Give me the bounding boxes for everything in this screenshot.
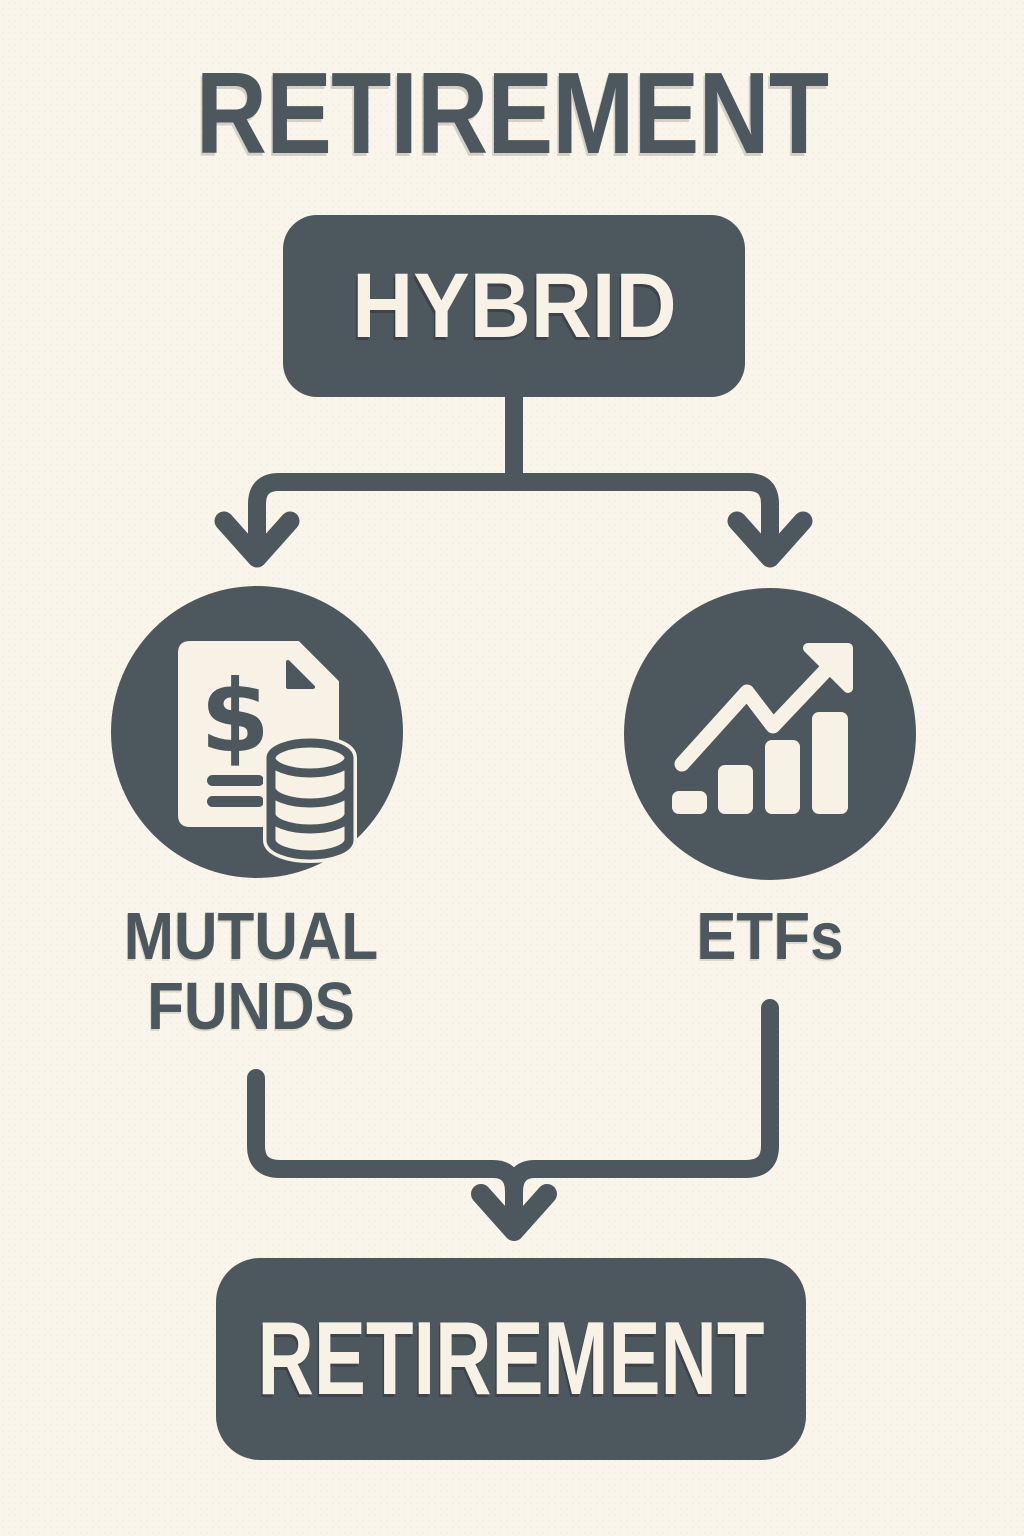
growth-bar-chart-icon xyxy=(672,643,853,814)
root-node-hybrid: HYBRID xyxy=(283,215,745,397)
coin-ridge xyxy=(266,783,354,808)
bar-1 xyxy=(672,791,707,814)
document-fold-icon xyxy=(286,660,315,689)
result-node-label: RETIREMENT xyxy=(257,1300,765,1417)
etfs-badge xyxy=(624,588,916,880)
branch-label-text: ETFs xyxy=(696,899,844,974)
branch-label-mutual-funds: MUTUAL FUNDS xyxy=(101,899,401,1045)
coin-bottom-rim xyxy=(266,835,354,860)
branch-label-etfs: ETFs xyxy=(620,899,920,974)
page-title-text: RETIREMENT xyxy=(195,48,829,178)
document-text-line xyxy=(207,796,264,807)
trend-arrowhead-icon xyxy=(803,643,853,693)
dollar-sign-icon: $ xyxy=(200,658,270,775)
coin-stack-icon xyxy=(266,738,354,860)
trend-line xyxy=(674,660,836,772)
coin-ridge xyxy=(266,809,354,834)
arrowhead-result xyxy=(471,1184,557,1241)
bar-4 xyxy=(812,712,848,814)
page-title: RETIREMENT xyxy=(0,48,1024,178)
fund-document-coins-icon: $ xyxy=(178,641,357,863)
root-node-label: HYBRID xyxy=(351,254,677,357)
bar-2 xyxy=(718,765,753,814)
arrowhead-left-branch xyxy=(214,511,300,568)
split-bar-line xyxy=(248,473,779,553)
arrowhead-right-branch xyxy=(727,511,813,568)
bar-3 xyxy=(765,740,800,814)
document-text-line xyxy=(207,775,264,786)
merge-line-right xyxy=(505,999,779,1231)
branch-label-text: MUTUAL FUNDS xyxy=(123,899,379,1045)
result-node-retirement: RETIREMENT xyxy=(216,1258,806,1460)
mutual-funds-badge: $ xyxy=(111,586,403,878)
